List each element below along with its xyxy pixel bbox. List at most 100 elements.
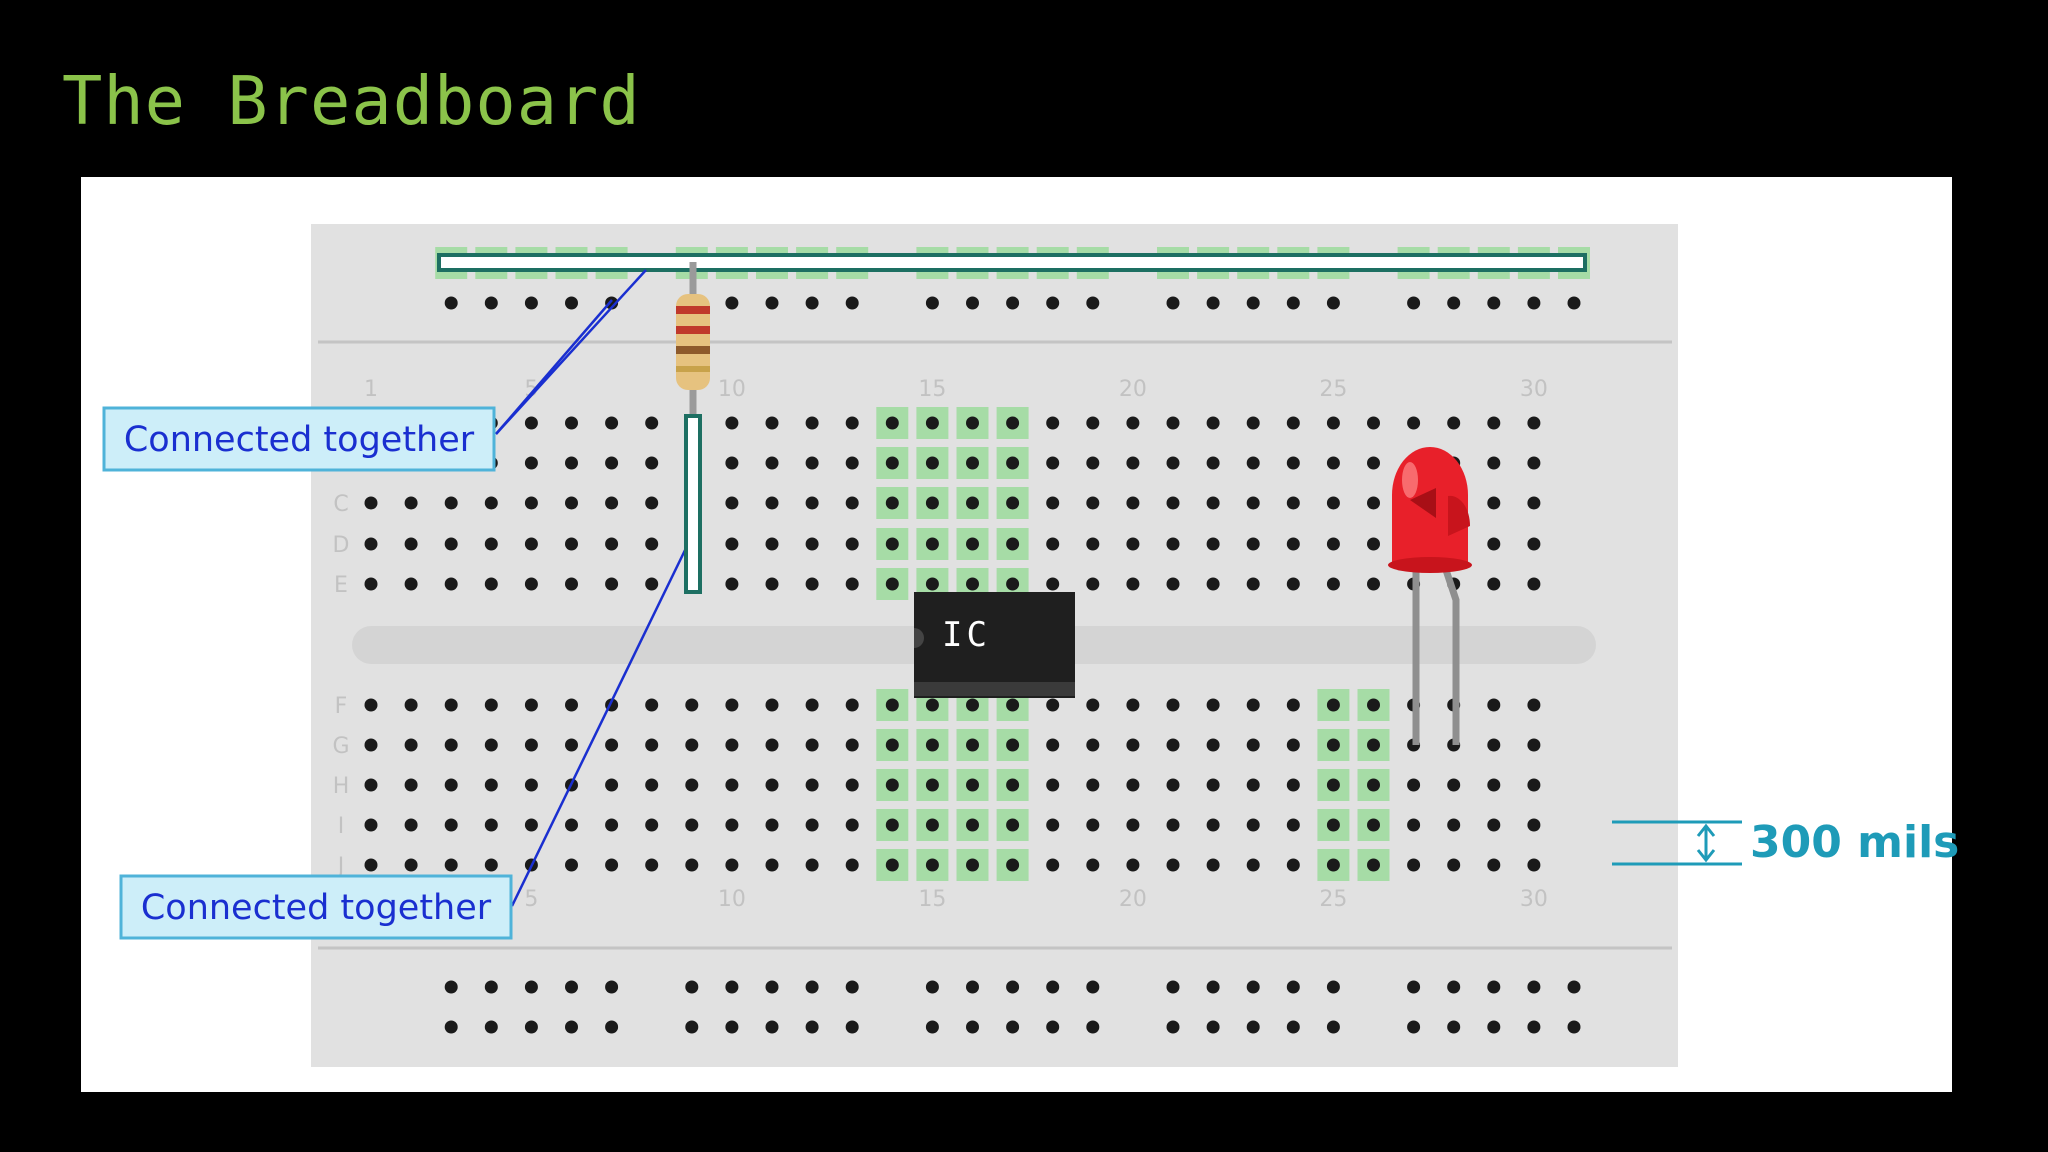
breadboard-hole [1407,858,1421,872]
breadboard-hole [1246,980,1260,994]
callout-bottom: Connected together [119,874,513,940]
breadboard-hole [685,738,699,752]
breadboard-hole [1407,1020,1421,1034]
breadboard-hole [1286,296,1300,310]
breadboard-hole [1367,818,1380,832]
breadboard-hole [1086,496,1100,510]
callout-top: Connected together [102,406,496,472]
breadboard-hole [1367,778,1380,792]
breadboard-hole [765,698,779,712]
row-letter-label: H [333,774,350,799]
breadboard-hole [966,698,979,712]
breadboard-hole [1367,496,1380,510]
breadboard-hole [1286,778,1300,792]
breadboard-hole [1206,496,1220,510]
breadboard-hole [885,416,899,430]
breadboard-hole [605,416,619,430]
breadboard-hole [605,980,619,994]
breadboard-hole [765,1020,779,1034]
breadboard-hole [364,818,378,832]
breadboard-hole [1326,738,1340,752]
breadboard-hole [1527,416,1541,430]
led [1388,447,1472,745]
breadboard-hole [925,778,939,792]
column-number-label: 20 [1119,377,1147,402]
breadboard-hole [1407,980,1421,994]
column-number-label: 25 [1319,377,1347,402]
breadboard-hole [966,858,979,872]
breadboard-hole [925,858,939,872]
breadboard-hole [805,980,819,994]
breadboard-hole [444,698,458,712]
breadboard-hole [565,738,578,752]
breadboard-hole [845,1020,859,1034]
breadboard-hole [1326,537,1340,551]
breadboard-hole [364,738,378,752]
breadboard-hole [1166,738,1180,752]
breadboard-hole [1487,858,1501,872]
breadboard-hole [685,818,699,832]
breadboard-hole [1046,1020,1060,1034]
breadboard-hole [565,577,578,591]
breadboard-hole [1286,980,1300,994]
breadboard-hole [1206,416,1220,430]
breadboard-hole [1246,456,1260,470]
breadboard-hole [725,980,739,994]
breadboard-hole [765,456,779,470]
breadboard-hole [1367,537,1380,551]
breadboard-hole [725,858,739,872]
breadboard-hole [1006,858,1020,872]
breadboard-hole [966,537,979,551]
breadboard-hole [404,778,418,792]
breadboard-hole [524,456,538,470]
breadboard-hole [1326,496,1340,510]
breadboard-hole [484,296,498,310]
breadboard-hole [645,738,659,752]
breadboard-hole [605,778,619,792]
breadboard-hole [725,416,739,430]
breadboard-hole [1527,537,1541,551]
breadboard-hole [404,858,418,872]
breadboard-hole [1326,296,1340,310]
breadboard-hole [805,818,819,832]
column-number-label: 10 [718,887,746,912]
breadboard-hole [1166,980,1180,994]
breadboard-hole [1206,818,1220,832]
breadboard-hole [1326,1020,1340,1034]
breadboard-hole [1086,980,1100,994]
breadboard-hole [725,778,739,792]
breadboard-hole [1166,456,1180,470]
breadboard-hole [645,416,659,430]
breadboard-hole [1447,778,1461,792]
breadboard-hole [565,698,578,712]
breadboard-hole [1206,980,1220,994]
breadboard-hole [1086,818,1100,832]
breadboard-hole [1527,980,1541,994]
column-number-label: 15 [918,887,946,912]
breadboard-hole [1326,456,1340,470]
breadboard-hole [484,980,498,994]
rail-connection-highlight [437,253,1587,272]
breadboard-hole [524,818,538,832]
resistor [676,262,710,420]
breadboard-hole [1527,818,1541,832]
breadboard-hole [605,456,619,470]
breadboard-hole [1487,818,1501,832]
breadboard-hole [685,858,699,872]
breadboard-hole [1326,778,1340,792]
breadboard-hole [1006,496,1020,510]
breadboard-hole [565,456,578,470]
breadboard-hole [1447,416,1461,430]
breadboard-hole [444,818,458,832]
breadboard-hole [404,818,418,832]
breadboard-hole [1206,456,1220,470]
breadboard-hole [1206,577,1220,591]
breadboard-hole [1206,738,1220,752]
breadboard-hole [765,778,779,792]
column-number-label: 25 [1319,887,1347,912]
ic-chip [914,592,1075,698]
breadboard-hole [1046,296,1060,310]
row-letter-label: I [338,814,345,839]
breadboard-hole [1326,416,1340,430]
breadboard-hole [805,577,819,591]
